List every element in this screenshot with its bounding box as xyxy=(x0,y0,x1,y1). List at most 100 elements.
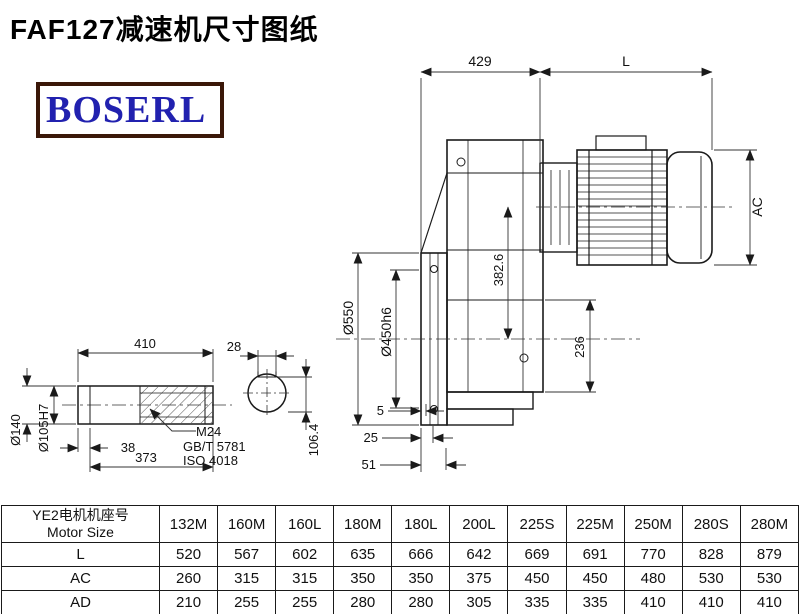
motor-adapter xyxy=(539,162,578,253)
dim-cell: 666 xyxy=(391,542,451,567)
dim-373-label: 373 xyxy=(135,450,157,465)
dim-cell: 255 xyxy=(275,590,335,614)
dim-cell: 770 xyxy=(623,542,683,567)
motor-fins xyxy=(577,156,667,256)
dim-cell: 691 xyxy=(565,542,625,567)
thread-leader-line xyxy=(149,408,196,432)
column-header: 225S xyxy=(507,505,567,543)
dim-cell: 530 xyxy=(739,566,800,591)
dim-cell: 567 xyxy=(217,542,277,567)
dim-cell: 450 xyxy=(565,566,625,591)
dim-ac xyxy=(714,149,757,266)
boserl-logo: BOSERL xyxy=(36,82,224,138)
dim-410-label: 410 xyxy=(134,336,156,351)
thread-label: M24 xyxy=(196,424,221,439)
dim-heights xyxy=(503,206,596,393)
dim-cell: 335 xyxy=(507,590,567,614)
dim-cell: 350 xyxy=(333,566,393,591)
dim-cell: 280 xyxy=(391,590,451,614)
fan-cover xyxy=(666,151,713,264)
shaft-detail xyxy=(62,385,232,425)
row-label-ad: AD xyxy=(1,590,160,614)
dim-cell: 642 xyxy=(449,542,509,567)
column-header: 280S xyxy=(681,505,741,543)
dim-flange-od-label: Ø550 xyxy=(340,301,356,335)
column-header: 200L xyxy=(449,505,509,543)
dim-bottom-offsets xyxy=(380,404,466,472)
dim-236-label: 236 xyxy=(572,336,587,358)
dim-38-label: 38 xyxy=(121,440,135,455)
dim-flange xyxy=(352,252,419,426)
dim-cell: 260 xyxy=(158,566,219,591)
dim-cell: 315 xyxy=(217,566,277,591)
motor-size-table: YE2电机机座号 Motor Size 132M 160M 160L 180M … xyxy=(1,505,800,614)
standard-iso-label: ISO 4018 xyxy=(183,453,238,468)
boserl-logo-text: BOSERL xyxy=(46,89,207,131)
dim-cell: 375 xyxy=(449,566,509,591)
dim-top xyxy=(420,67,713,252)
dim-section xyxy=(240,350,312,430)
housing-bolt xyxy=(456,157,466,167)
table-header-row: YE2电机机座号 Motor Size 132M 160M 160L 180M … xyxy=(1,505,800,543)
dim-cell: 879 xyxy=(739,542,800,567)
dim-cell: 520 xyxy=(158,542,219,567)
gearbox-housing xyxy=(420,139,544,426)
terminal-box xyxy=(595,135,647,151)
column-header: 225M xyxy=(565,505,625,543)
column-header: 160M xyxy=(217,505,277,543)
row-label-ac: AC xyxy=(1,566,160,591)
dim-flange-spigot-label: Ø450h6 xyxy=(378,307,394,357)
dim-382-label: 382.6 xyxy=(491,254,506,287)
dim-429-label: 429 xyxy=(468,53,492,69)
table-row-ac: AC 260 315 315 350 350 375 450 450 480 5… xyxy=(1,566,800,591)
motor-size-header-cn: YE2电机机座号 xyxy=(32,507,129,523)
dim-28-label: 28 xyxy=(227,339,241,354)
dim-cell: 280 xyxy=(333,590,393,614)
standard-gb-label: GB/T 5781 xyxy=(183,439,246,454)
dim-shaft xyxy=(22,348,214,472)
dim-cell: 350 xyxy=(391,566,451,591)
shaft-body xyxy=(77,385,214,425)
row-label-l: L xyxy=(1,542,160,567)
dim-cell: 210 xyxy=(158,590,219,614)
table-row-l: L 520 567 602 635 666 642 669 691 770 82… xyxy=(1,542,800,567)
column-header: 160L xyxy=(275,505,335,543)
dim-cell: 335 xyxy=(565,590,625,614)
motor-size-header-en: Motor Size xyxy=(47,524,114,540)
dim-cell: 410 xyxy=(739,590,800,614)
dim-cell: 255 xyxy=(217,590,277,614)
dim-cell: 315 xyxy=(275,566,335,591)
dim-cell: 669 xyxy=(507,542,567,567)
motor xyxy=(539,135,713,266)
dim-cell: 602 xyxy=(275,542,335,567)
column-header: 250M xyxy=(623,505,683,543)
dim-shaft-dia-label: Ø105H7 xyxy=(36,404,51,452)
dim-cell: 530 xyxy=(681,566,741,591)
column-header: 180L xyxy=(391,505,451,543)
column-header: 280M xyxy=(739,505,800,543)
dim-hub-dia-label: Ø140 xyxy=(8,414,23,446)
dim-cell: 828 xyxy=(681,542,741,567)
flange-bolt-hole xyxy=(430,265,438,273)
dim-cell: 450 xyxy=(507,566,567,591)
column-header: 132M xyxy=(158,505,219,543)
dim-25-label: 25 xyxy=(364,430,378,445)
dim-cell: 410 xyxy=(623,590,683,614)
dim-cell: 410 xyxy=(681,590,741,614)
dim-5-label: 5 xyxy=(377,403,384,418)
dim-106-label: 106.4 xyxy=(306,424,321,457)
dim-l-label: L xyxy=(622,53,630,69)
dim-cell: 635 xyxy=(333,542,393,567)
column-header: 180M xyxy=(333,505,393,543)
motor-size-header: YE2电机机座号 Motor Size xyxy=(1,505,160,543)
dim-ac-label: AC xyxy=(749,197,765,216)
dim-cell: 305 xyxy=(449,590,509,614)
dim-51-label: 51 xyxy=(362,457,376,472)
housing-bolt xyxy=(519,353,529,363)
centerlines xyxy=(336,206,732,340)
page-title: FAF127减速机尺寸图纸 xyxy=(10,14,319,45)
shaft-thread-hatch xyxy=(141,387,212,423)
table-row-ad: AD 210 255 255 280 280 305 335 335 410 4… xyxy=(1,590,800,614)
